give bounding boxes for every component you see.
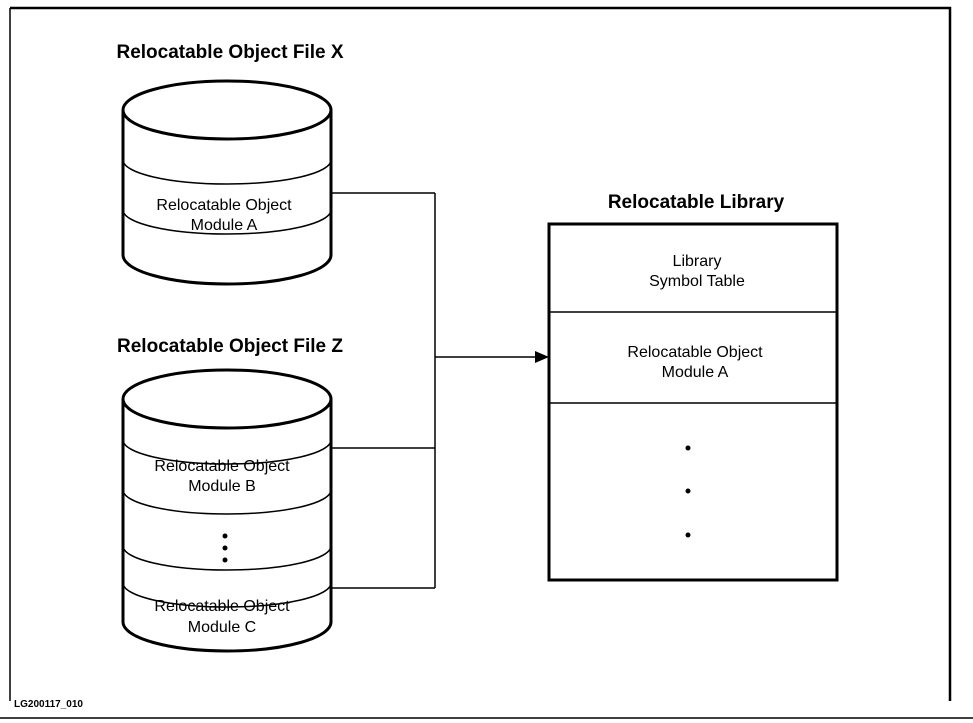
- ellipsis-dot: [685, 532, 691, 538]
- symbol-table-label-line2: Symbol Table: [649, 273, 745, 290]
- library-module-a-label-line2: Module A: [662, 364, 729, 381]
- object-file-x-cylinder: [121, 79, 333, 286]
- symbol-table-label-line1: Library: [673, 253, 722, 270]
- object-file-z-title: Relocatable Object File Z: [117, 336, 343, 357]
- arrow-head-icon: [535, 351, 549, 363]
- module-divider: [122, 159, 332, 185]
- library-module-a-label-line1: Relocatable Object: [627, 344, 763, 361]
- figure-id: LG200117_010: [14, 699, 83, 710]
- figure-frame-top-right: [10, 6, 952, 701]
- module-divider: [122, 209, 332, 235]
- library-title: Relocatable Library: [608, 192, 785, 213]
- ellipsis-dot: [222, 545, 228, 551]
- ellipsis-dot: [685, 445, 691, 451]
- ellipsis-dot: [685, 488, 691, 494]
- connector-lines: [331, 192, 538, 589]
- ellipsis-dot: [222, 533, 228, 539]
- module-divider: [122, 489, 332, 515]
- module-b-label-line1: Relocatable Object: [154, 458, 290, 475]
- module-a-label-line1: Relocatable Object: [156, 197, 292, 214]
- module-divider: [122, 545, 332, 571]
- library-box: [547, 222, 839, 582]
- module-a-label-line2: Module A: [191, 217, 258, 234]
- ellipsis-dot: [222, 557, 228, 563]
- module-c-label-line1: Relocatable Object: [154, 598, 290, 615]
- module-divider: [122, 582, 332, 608]
- object-file-x-title: Relocatable Object File X: [116, 42, 343, 63]
- module-c-label-line2: Module C: [188, 619, 256, 636]
- object-file-z-cylinder: [121, 368, 333, 653]
- module-divider: [122, 439, 332, 465]
- module-b-label-line2: Module B: [188, 478, 256, 495]
